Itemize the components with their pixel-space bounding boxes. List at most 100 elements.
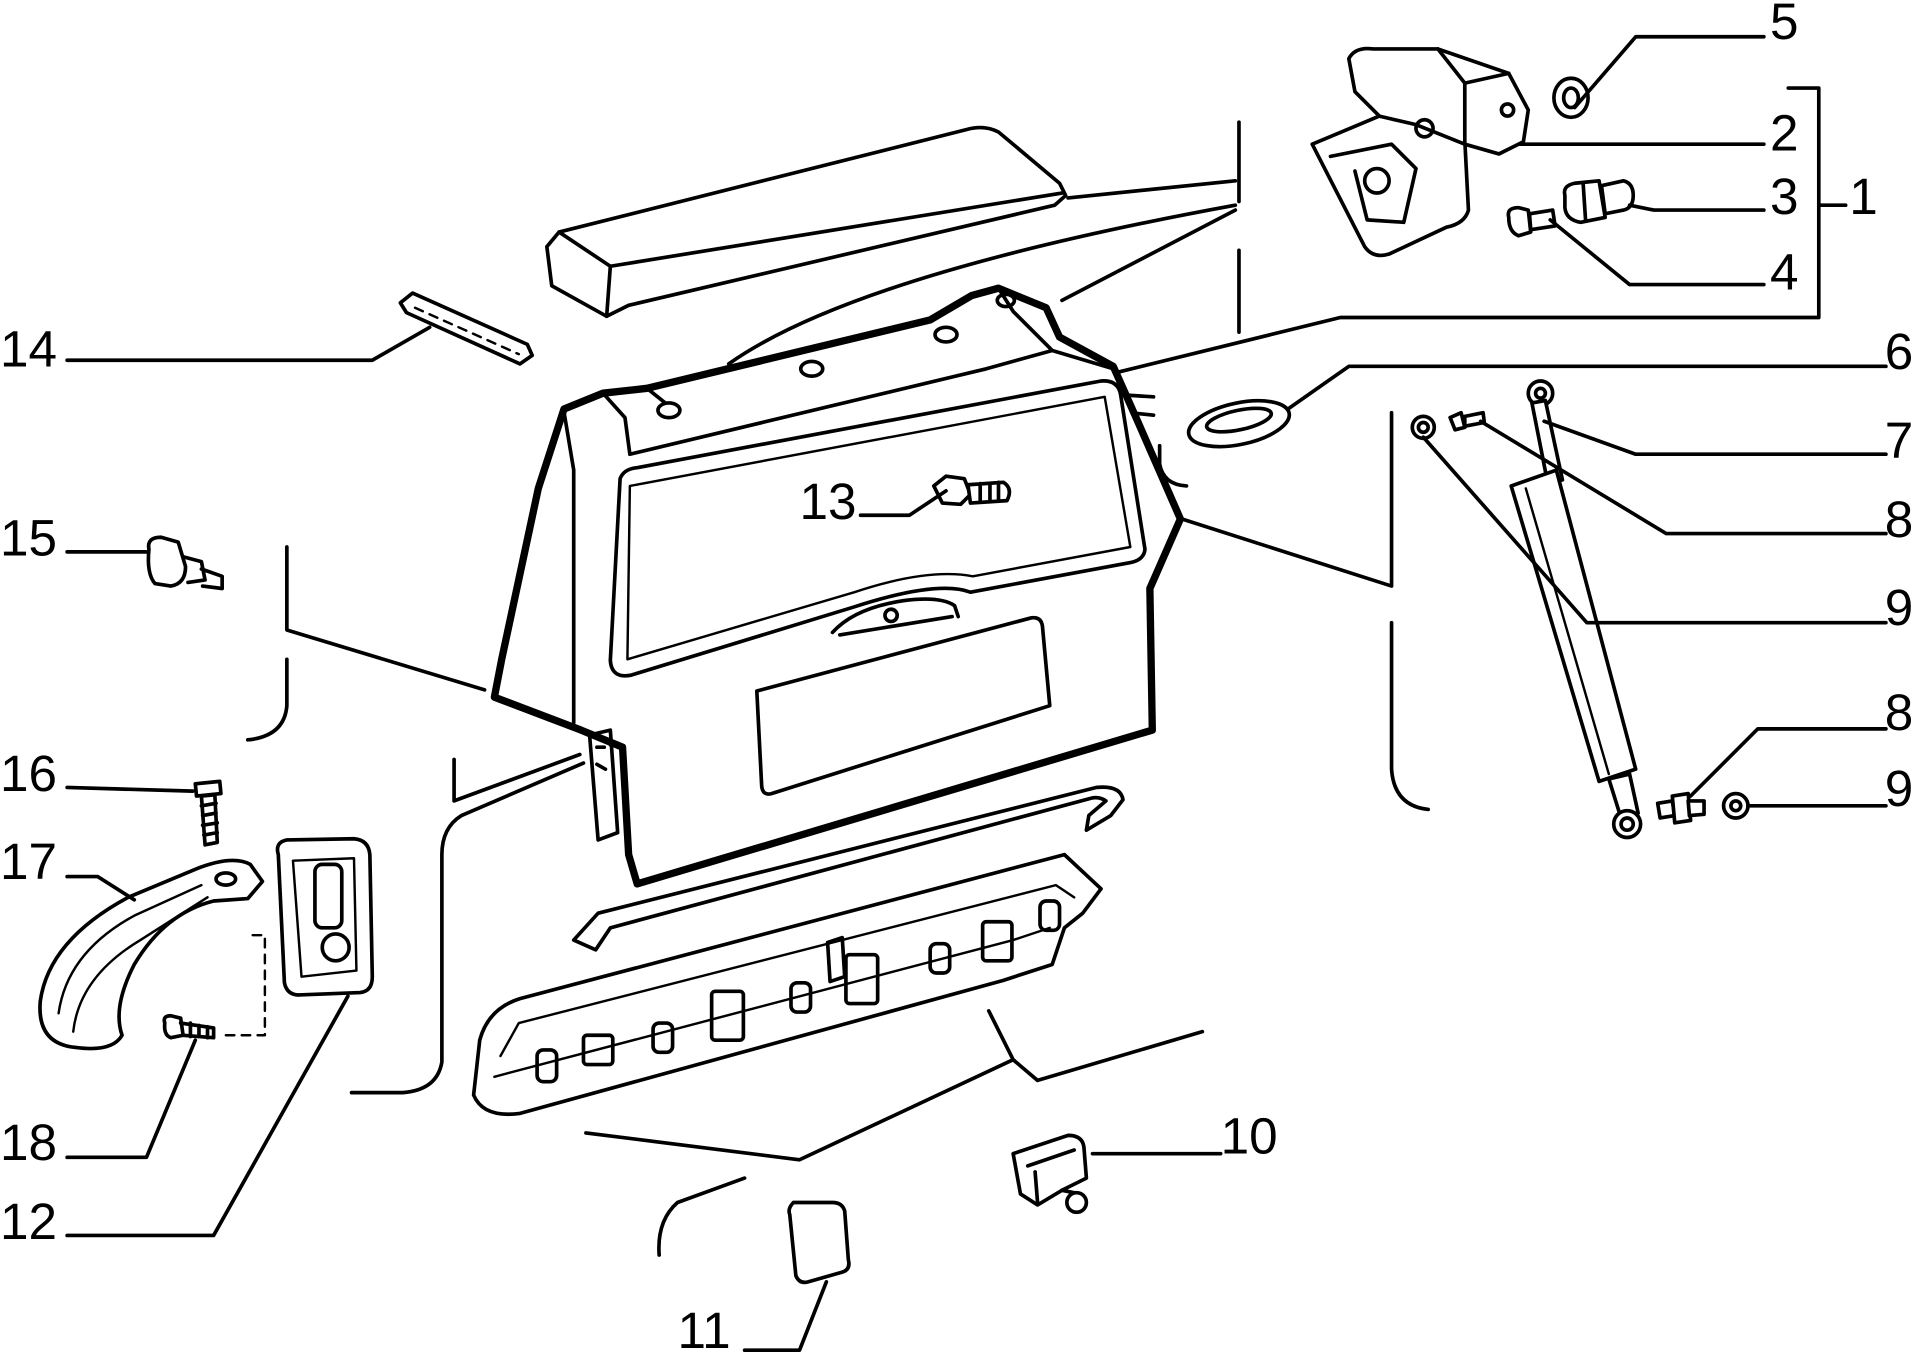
leader-line-5 bbox=[1572, 34, 1766, 110]
body-bottom-line bbox=[584, 1009, 1205, 1257]
spoiler-edge bbox=[557, 191, 1064, 319]
callout-label: 10 bbox=[1221, 1108, 1278, 1165]
trim-slot bbox=[709, 989, 746, 1042]
strut-bottom-eye-hole bbox=[1619, 816, 1636, 833]
bolt-shaft bbox=[966, 480, 1012, 505]
callout-label: 3 bbox=[1770, 168, 1799, 225]
washer-outer bbox=[1552, 76, 1590, 120]
part-14-vent bbox=[398, 291, 535, 366]
callout-label: 14 bbox=[0, 320, 57, 377]
leader-line-13 bbox=[858, 489, 948, 518]
bolt-head bbox=[931, 474, 973, 507]
part-6-grommet bbox=[1186, 398, 1292, 449]
callout-label: 1 bbox=[1849, 168, 1878, 225]
lock-cylinder bbox=[883, 607, 900, 624]
callout-label: 18 bbox=[0, 1114, 57, 1171]
dashed-assembly-line bbox=[218, 933, 267, 1037]
callout-label: 15 bbox=[0, 510, 57, 567]
strut-lower-rod bbox=[1607, 772, 1640, 820]
hinge-mount bbox=[798, 359, 825, 378]
trim-slot bbox=[928, 941, 952, 975]
vent-body bbox=[398, 291, 535, 366]
grommet-inner bbox=[1204, 406, 1274, 434]
callout-label: 17 bbox=[0, 833, 57, 890]
leader-bracket-1 bbox=[1115, 86, 1848, 375]
hinge-mount bbox=[995, 292, 1017, 309]
trim-slot bbox=[844, 952, 880, 1006]
roof-line bbox=[1066, 178, 1238, 200]
callout-label: 4 bbox=[1770, 243, 1799, 300]
part-4-screw bbox=[1506, 205, 1557, 238]
vent-grille bbox=[413, 306, 521, 356]
trim-panel-body bbox=[471, 852, 1103, 1116]
callout-label: 12 bbox=[0, 1193, 57, 1250]
strut-bottom-eye bbox=[1611, 808, 1643, 840]
leader-line-9-upper bbox=[1421, 435, 1888, 625]
callout-label: 5 bbox=[1770, 0, 1799, 50]
hinge-mount bbox=[933, 325, 959, 344]
callout-label: 9 bbox=[1885, 760, 1914, 817]
part-3-bolt bbox=[1562, 178, 1636, 225]
pin-shaft bbox=[1462, 410, 1487, 428]
hinge-mount bbox=[656, 401, 682, 420]
window-opening bbox=[608, 379, 1147, 678]
part-11-plug bbox=[787, 1200, 851, 1285]
pin-collar bbox=[1670, 791, 1693, 825]
lower-trim-panel bbox=[471, 785, 1125, 1116]
roof-spoiler bbox=[545, 125, 1068, 319]
latch-rivet bbox=[1362, 166, 1391, 195]
handle-recess bbox=[830, 597, 961, 637]
pin-head bbox=[1448, 410, 1467, 432]
part-18-screw bbox=[162, 1013, 216, 1040]
leader-line-8-upper bbox=[1478, 419, 1888, 536]
license-plate-recess bbox=[754, 615, 1052, 796]
washer-hole bbox=[1729, 799, 1743, 813]
strap-edge bbox=[57, 883, 209, 1033]
part-2-latch bbox=[1310, 46, 1531, 258]
trim-slot bbox=[581, 1033, 615, 1067]
clip-screw bbox=[1065, 1190, 1089, 1215]
leader-line-7 bbox=[1542, 419, 1888, 457]
washer-hole bbox=[1561, 86, 1581, 110]
part-9-washer-upper bbox=[1410, 414, 1437, 441]
washer-outer bbox=[1721, 791, 1750, 820]
callout-label: 2 bbox=[1770, 104, 1799, 161]
bolt-body bbox=[1581, 178, 1636, 223]
latch-detail bbox=[1328, 47, 1511, 225]
part-7-gas-strut bbox=[1509, 379, 1643, 840]
leader-line-6 bbox=[1285, 364, 1888, 411]
strut-top-eye-hole bbox=[1533, 386, 1548, 400]
part-12-seal bbox=[275, 836, 375, 997]
seal-outer bbox=[275, 836, 375, 997]
leader-line-16 bbox=[65, 785, 195, 793]
callout-label: 16 bbox=[0, 745, 57, 802]
leader-line-18 bbox=[65, 1038, 198, 1160]
callout-label: 7 bbox=[1885, 412, 1914, 469]
screw-shaft bbox=[199, 792, 220, 847]
grommet-outer bbox=[1186, 398, 1292, 449]
washer-hole bbox=[1416, 420, 1431, 435]
leader-line-4 bbox=[1548, 218, 1766, 287]
leader-line-12 bbox=[65, 994, 350, 1238]
spoiler-body bbox=[545, 125, 1068, 319]
pin-shaft bbox=[1686, 799, 1706, 818]
strut-highlight bbox=[1524, 487, 1611, 776]
seal-slot bbox=[313, 862, 344, 930]
strap-hole bbox=[214, 871, 238, 887]
bump-stop-head bbox=[146, 535, 188, 588]
tailgate-outline bbox=[490, 284, 1185, 888]
trim-slot bbox=[980, 919, 1014, 963]
body-right-line bbox=[1179, 410, 1431, 812]
hinge-mounts bbox=[656, 292, 1017, 420]
part-16-screw bbox=[193, 779, 223, 847]
screw-shaft bbox=[178, 1021, 216, 1040]
seal-inner bbox=[291, 857, 358, 978]
callout-label: 11 bbox=[677, 1302, 730, 1354]
roof-line bbox=[1060, 208, 1238, 303]
screw-head bbox=[193, 779, 223, 798]
seal-hole bbox=[320, 932, 351, 963]
trim-panel-slots bbox=[535, 899, 1062, 1084]
leader-line-3 bbox=[1627, 203, 1766, 212]
washer-outer bbox=[1410, 414, 1437, 441]
